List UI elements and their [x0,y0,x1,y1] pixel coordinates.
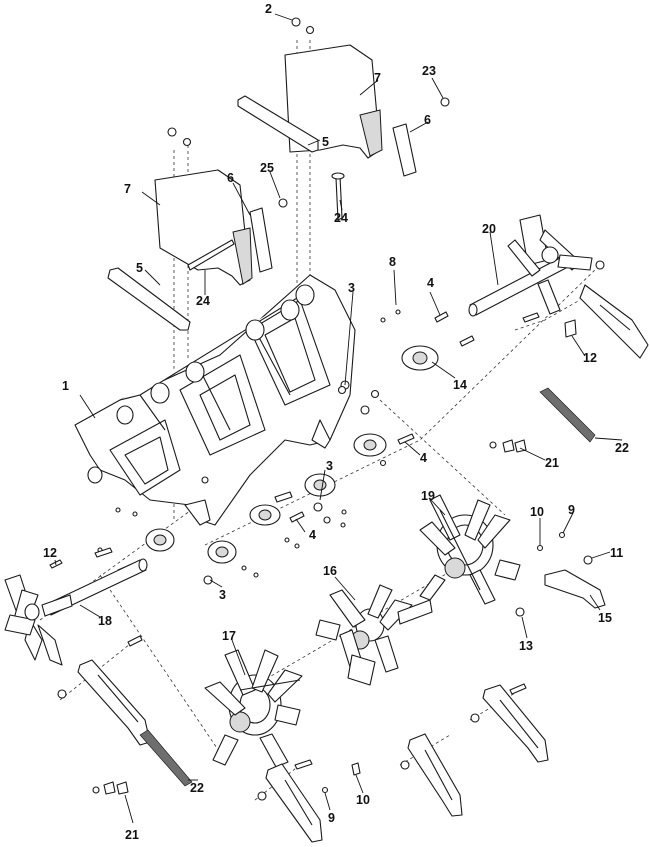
callout-14: 14 [453,378,467,392]
tine-arms [77,569,606,843]
callout-3: 3 [326,459,333,473]
callout-1: 1 [62,379,69,393]
callout-numbers: 1 2 3 3 3 4 4 4 5 5 6 6 7 7 8 9 9 10 10 … [43,2,629,842]
callout-25: 25 [260,161,274,175]
drive-chains [139,387,596,787]
callout-3: 3 [219,588,226,602]
bearing-flanges [145,345,439,564]
tine-arm-bottom [265,763,323,843]
upper-shield-assembly [237,17,450,177]
callout-6: 6 [424,113,431,127]
tine-rotor-16 [315,584,433,686]
tine-rotor-18 [4,574,73,666]
callout-12: 12 [43,546,57,560]
callout-23: 23 [422,64,436,78]
tine-rotor-19 [419,494,521,605]
callout-22: 22 [190,781,204,795]
callout-4: 4 [427,276,434,290]
callout-24: 24 [196,294,210,308]
chain-lower [139,729,193,787]
tine-rotor-top-right [507,214,649,359]
tine-arm-right [482,684,549,763]
callout-21: 21 [545,456,559,470]
main-frame [74,274,370,526]
callout-16: 16 [323,564,337,578]
side-plate-upper [392,123,417,177]
callout-6: 6 [227,171,234,185]
callout-24: 24 [334,211,348,225]
bolt-head [291,17,301,27]
long-bolt-left [187,239,235,271]
strap-upper [237,95,319,153]
tine-rotor-17 [204,649,303,768]
callout-13: 13 [519,639,533,653]
callout-leaders [54,13,623,824]
callout-19: 19 [421,489,435,503]
strap-left [107,267,191,331]
tine-arm-left [77,659,151,746]
callout-7: 7 [124,182,131,196]
callout-4: 4 [309,528,316,542]
left-shield-assembly [107,127,345,331]
callout-11: 11 [610,546,623,560]
tine-arm-15 [544,569,606,609]
callout-8: 8 [389,255,396,269]
callout-4: 4 [420,451,427,465]
callout-10: 10 [530,505,544,519]
callout-22: 22 [615,441,629,455]
hardware-fasteners [49,260,605,801]
callout-5: 5 [136,261,143,275]
callout-5: 5 [322,135,329,149]
callout-21: 21 [125,828,139,842]
chain-upper [539,387,596,443]
callout-17: 17 [222,629,236,643]
tine-arm-bottom-right [407,733,463,817]
side-plate-left [249,207,273,273]
callout-15: 15 [598,611,612,625]
callout-10: 10 [356,793,370,807]
callout-3: 3 [348,281,355,295]
callout-7: 7 [374,71,381,85]
callout-12: 12 [583,351,597,365]
callout-20: 20 [482,222,496,236]
callout-9: 9 [328,811,335,825]
tine-arm-15-top [579,284,649,359]
callout-9: 9 [568,503,575,517]
callout-18: 18 [98,614,112,628]
callout-2: 2 [265,2,272,16]
